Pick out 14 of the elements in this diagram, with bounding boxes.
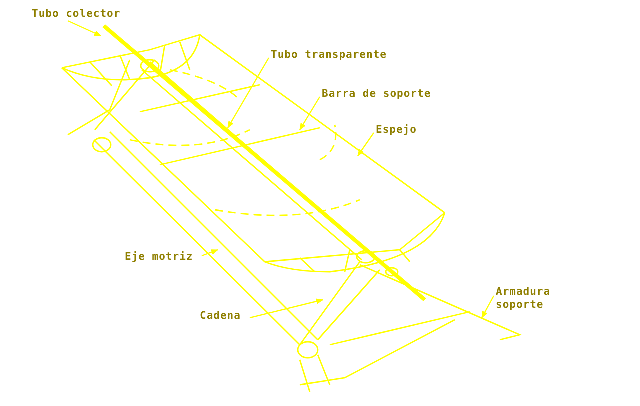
leader-line	[202, 249, 219, 257]
part-label: Tubo colector	[32, 8, 121, 21]
part-label: Barra de soporte	[322, 88, 432, 101]
leader-line	[299, 96, 321, 131]
leader-line	[481, 296, 495, 319]
leader-line	[227, 58, 270, 129]
part-label: Espejo	[376, 124, 417, 137]
part-label: Tubo transparente	[271, 49, 387, 62]
part-label: Eje motriz	[125, 251, 194, 264]
leader-line	[358, 132, 374, 157]
part-label: Cadena	[200, 310, 241, 323]
part-label: Armadura soporte	[496, 286, 568, 312]
leader-line	[250, 298, 324, 319]
leader-line	[68, 20, 102, 37]
